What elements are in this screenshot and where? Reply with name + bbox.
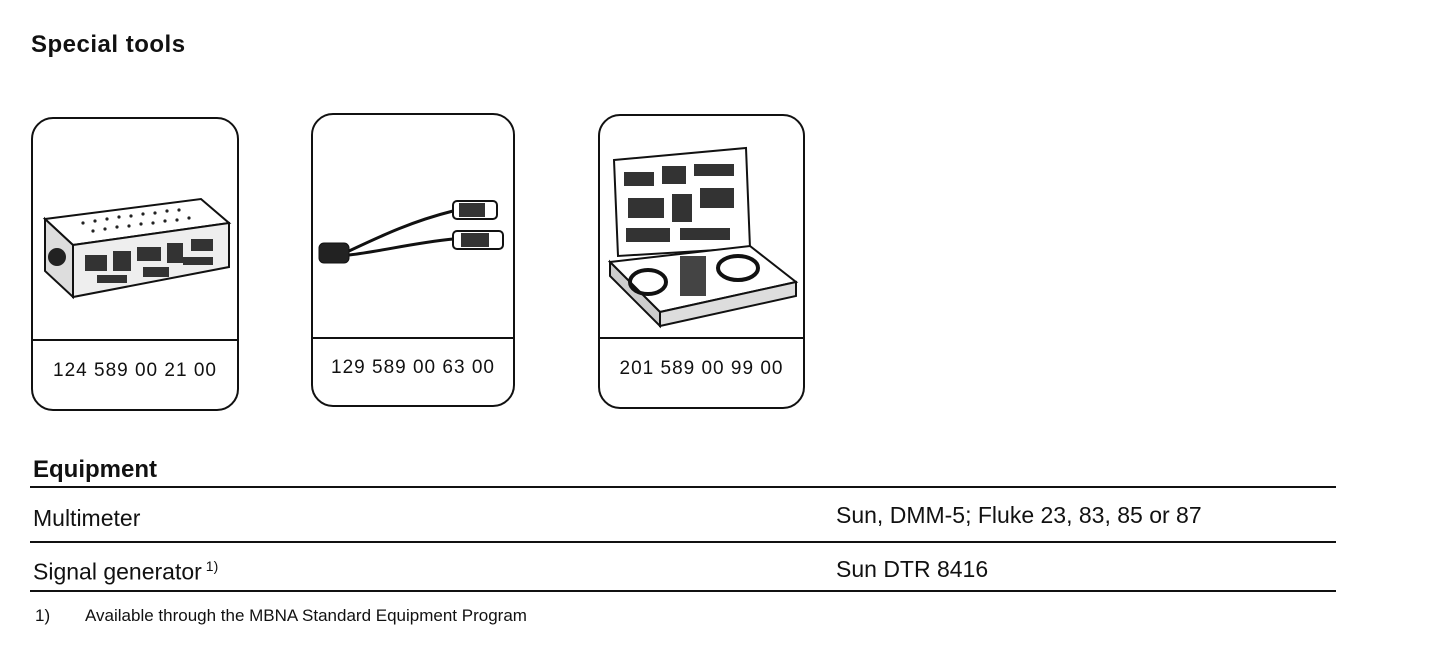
table-rule xyxy=(30,590,1336,592)
equipment-row-label-text: Signal generator xyxy=(33,558,202,585)
equipment-row-value: Sun, DMM-5; Fluke 23, 83, 85 or 87 xyxy=(836,502,1202,528)
equipment-title: Equipment xyxy=(33,456,157,483)
table-rule xyxy=(30,486,1336,488)
equipment-row-label: Multimeter xyxy=(33,505,141,531)
footnote-reference: 1) xyxy=(205,558,219,574)
tool-card-1: 124 589 00 21 00 xyxy=(31,117,239,411)
equipment-row-value: Sun DTR 8416 xyxy=(836,556,989,582)
footnote-text: Available through the MBNA Standard Equi… xyxy=(85,606,527,625)
footnote: 1) Available through the MBNA Standard Eq… xyxy=(35,606,527,626)
table-rule xyxy=(30,541,1336,543)
tool-card-3: 201 589 00 99 00 xyxy=(598,114,805,409)
tool-part-number: 201 589 00 99 00 xyxy=(619,358,784,379)
test-box-adapter-icon xyxy=(33,119,237,341)
footnote-mark: 1) xyxy=(35,606,51,625)
y-cable-adapter-icon xyxy=(313,115,513,339)
tool-case-icon xyxy=(600,116,803,339)
tool-part-number: 124 589 00 21 00 xyxy=(53,360,217,381)
special-tools-title: Special tools xyxy=(31,31,186,58)
tool-card-2: 129 589 00 63 00 xyxy=(311,113,515,407)
tool-part-number: 129 589 00 63 00 xyxy=(331,357,495,378)
